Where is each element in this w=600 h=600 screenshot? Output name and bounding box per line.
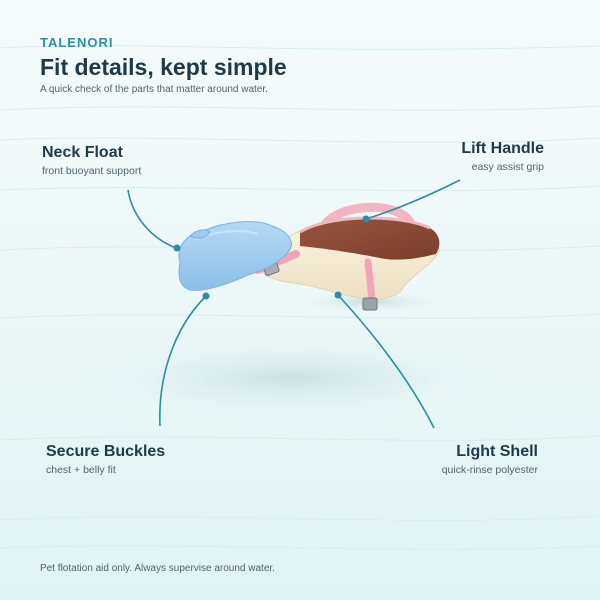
callout-lift-handle-sub: easy assist grip bbox=[471, 161, 544, 173]
lift-handle-connector bbox=[365, 179, 461, 220]
neck-float-marker bbox=[173, 244, 181, 252]
page-subtitle: A quick check of the parts that matter a… bbox=[40, 84, 268, 95]
callout-neck-float-sub: front buoyant support bbox=[42, 165, 142, 177]
callout-lift-handle-title: Lift Handle bbox=[461, 140, 544, 157]
floor-shadow bbox=[70, 338, 510, 418]
light-shell-marker bbox=[334, 291, 342, 299]
secure-buckles-connector bbox=[159, 295, 207, 427]
callout-secure-buckles-sub: chest + belly fit bbox=[46, 464, 116, 476]
callout-neck-float-title: Neck Float bbox=[42, 144, 123, 161]
belly-buckle bbox=[362, 297, 378, 311]
page-title: Fit details, kept simple bbox=[40, 54, 287, 80]
callout-secure-buckles-title: Secure Buckles bbox=[46, 443, 166, 460]
neck-float-connector bbox=[127, 189, 177, 249]
lift-handle-marker bbox=[362, 215, 370, 223]
brand-name: TALENORI bbox=[40, 35, 114, 50]
back-panel bbox=[300, 217, 440, 260]
callout-light-shell-title: Light Shell bbox=[456, 443, 538, 460]
footer-disclaimer: Pet flotation aid only. Always supervise… bbox=[40, 563, 275, 574]
light-shell-connector bbox=[337, 294, 435, 429]
secure-buckles-marker bbox=[202, 292, 210, 300]
belly-strap bbox=[364, 258, 376, 304]
callout-light-shell-sub: quick-rinse polyester bbox=[441, 464, 538, 476]
